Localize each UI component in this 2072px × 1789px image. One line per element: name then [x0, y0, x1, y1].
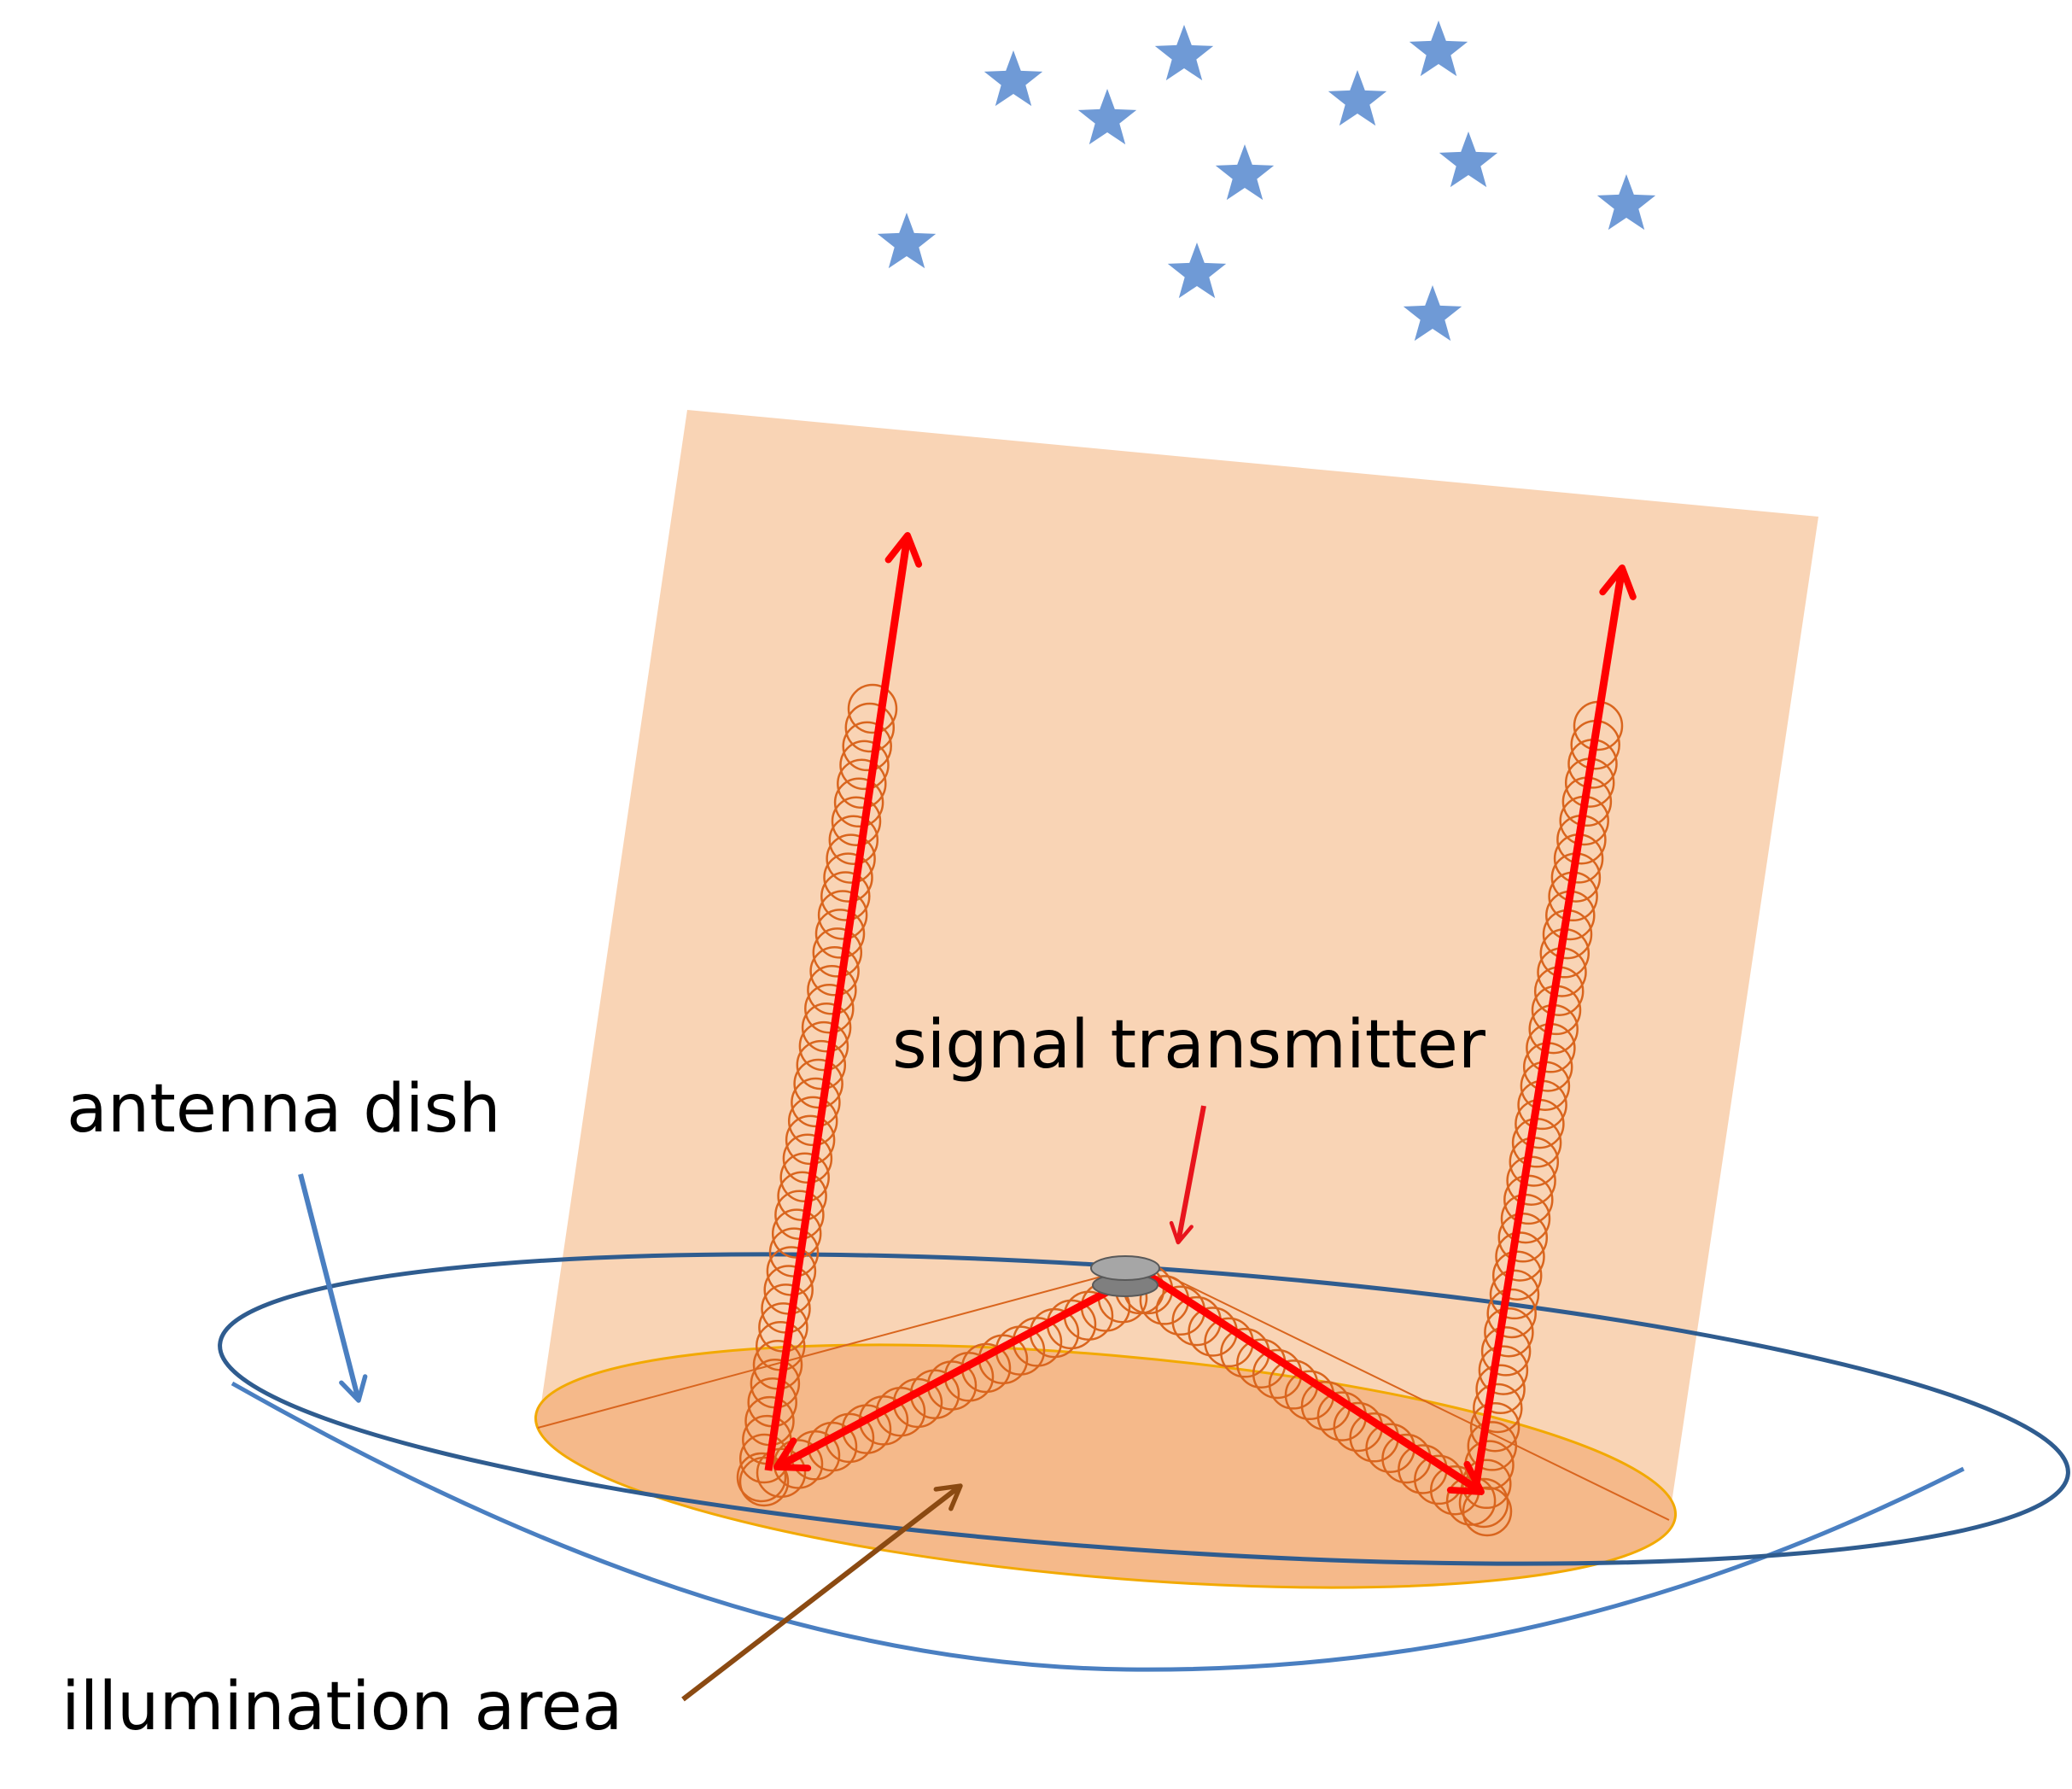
helix-loop: [736, 1452, 787, 1503]
helix-loop: [833, 777, 884, 828]
helix-loop: [798, 1020, 849, 1072]
star-icon: [1403, 285, 1462, 342]
star-icon: [1439, 132, 1498, 188]
antenna-dish-label: antenna dish: [67, 1071, 501, 1148]
helix-loop: [738, 1456, 790, 1507]
helix-loop: [831, 796, 882, 846]
helix-loop: [847, 683, 898, 734]
signal-ray-left-up: [764, 532, 923, 1471]
star-field: [877, 20, 1656, 342]
signal-ray-right-down: [1141, 1269, 1485, 1495]
helix-loop: [807, 965, 857, 1015]
star-icon: [1596, 174, 1656, 231]
helix-loop: [844, 702, 896, 753]
star-icon: [1077, 89, 1137, 145]
illumination-area-label: illumination area: [61, 1669, 622, 1745]
helix-loop: [793, 1058, 843, 1109]
helix-loop: [1478, 1345, 1529, 1395]
helix-loop: [1491, 1250, 1543, 1301]
illumination-edge-line-left: [537, 1276, 1102, 1429]
signal-ray-right-up: [1471, 564, 1637, 1491]
illumination-area-pointer-arrow: [681, 1483, 963, 1702]
helix-loop: [1462, 1486, 1513, 1537]
star-icon: [983, 50, 1043, 107]
star-icon: [1328, 70, 1387, 126]
helix-loop: [1475, 1364, 1526, 1415]
helix-loop: [801, 1002, 852, 1053]
helix-loop: [823, 852, 873, 903]
star-icon: [1409, 20, 1468, 77]
star-icon: [1215, 144, 1275, 201]
signal-ray-left-down: [773, 1269, 1147, 1472]
helix-loop: [842, 721, 892, 772]
helix-loop: [817, 890, 868, 940]
helix-loop: [1469, 1401, 1520, 1453]
helix-loop: [804, 983, 855, 1034]
helix-loop: [1467, 1421, 1518, 1471]
helix-loop: [837, 758, 887, 810]
antenna-dish-bowl: [231, 1381, 1965, 1672]
helix-loop: [839, 740, 890, 791]
helix-loop: [796, 1039, 847, 1090]
beam-plane: [538, 410, 1818, 1520]
helix-loop: [1489, 1269, 1540, 1320]
star-icon: [877, 213, 937, 269]
transmitter-icon: [1090, 1255, 1160, 1297]
signal-transmitter-label: signal transmitter: [892, 1007, 1486, 1084]
helix-loop: [826, 833, 876, 884]
helix-loop: [814, 909, 866, 959]
signal-path: [764, 532, 1637, 1495]
helix-loop: [1480, 1326, 1532, 1377]
star-icon: [1154, 25, 1214, 81]
illumination-edge-line-right: [1169, 1276, 1670, 1521]
helix-loop: [1484, 1307, 1534, 1358]
antenna-dish-pointer-arrow: [298, 1173, 368, 1403]
helix-loop: [791, 1077, 841, 1128]
helix-loop: [828, 815, 879, 865]
helix-loop: [1473, 1383, 1523, 1434]
signal-transmitter-pointer-arrow: [1169, 1105, 1206, 1245]
helix-loop: [1486, 1288, 1537, 1339]
helix-loop: [812, 927, 863, 978]
star-icon: [1167, 243, 1227, 299]
helix-loop: [820, 871, 871, 921]
illumination-area-shape: [534, 1343, 1678, 1589]
helix-loop: [809, 946, 860, 997]
